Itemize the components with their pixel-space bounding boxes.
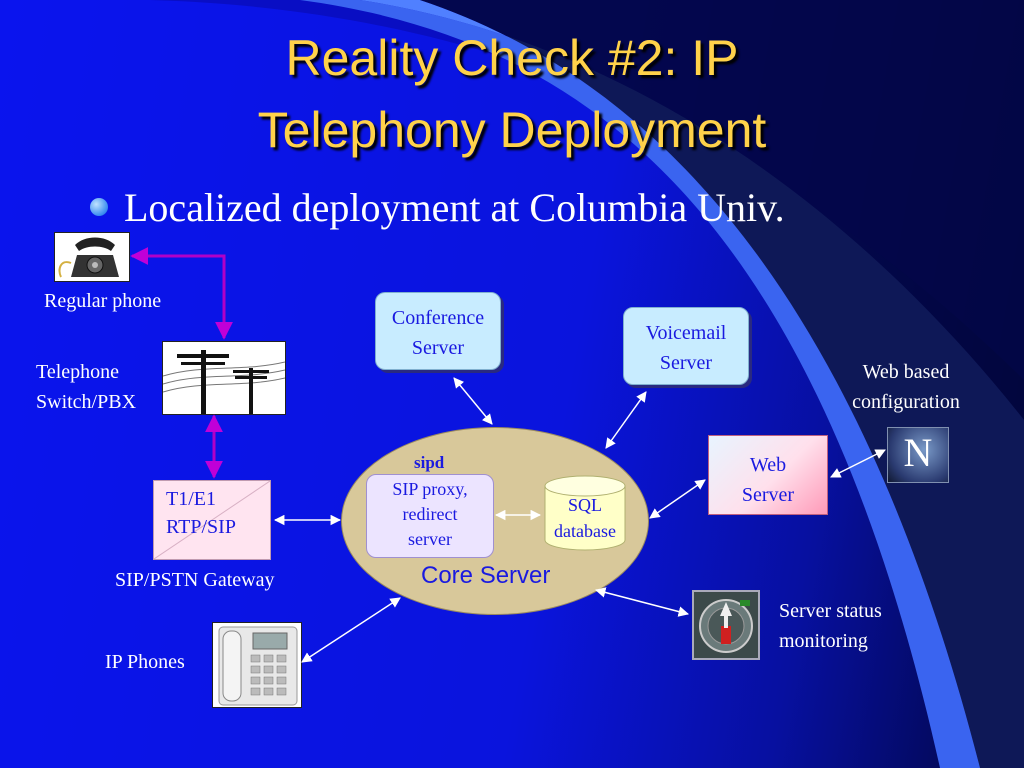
gateway-line1: T1/E1 xyxy=(166,488,216,510)
sip-proxy-line2: redirect xyxy=(402,504,458,524)
web-server-line2: Server xyxy=(741,484,795,506)
webserver-to-core-arrow xyxy=(649,479,706,519)
web-config-label: Web based configuration xyxy=(836,357,976,417)
ip-phones-label: IP Phones xyxy=(105,651,185,673)
sql-line2: database xyxy=(554,521,616,541)
web-config-line1: Web based xyxy=(862,361,950,383)
gateway-line2: RTP/SIP xyxy=(166,516,236,538)
sql-database-cylinder-icon xyxy=(544,475,626,551)
voicemail-to-core-arrow xyxy=(605,391,647,449)
monitor-to-core-arrow xyxy=(594,587,690,617)
monitor-label: Server status monitoring xyxy=(779,596,882,656)
core-server-label: Core Server xyxy=(421,562,551,589)
monitor-image xyxy=(692,590,760,660)
slide-title-line2: Telephony Deployment xyxy=(257,102,767,158)
ip-phone-image xyxy=(212,622,302,708)
conference-to-core-arrow xyxy=(453,377,493,425)
bullet-dot-icon xyxy=(90,198,108,216)
slide-title-line1: Reality Check #2: IP xyxy=(285,30,739,86)
web-server-box: Web Server xyxy=(708,435,828,515)
bullet-text: Localized deployment at Columbia Univ. xyxy=(124,185,785,230)
monitor-line2: monitoring xyxy=(779,630,868,652)
telephone-icon xyxy=(58,237,119,278)
web-config-line2: configuration xyxy=(852,391,960,413)
conference-line2: Server xyxy=(411,337,465,359)
monitor-gauge-icon xyxy=(699,599,753,653)
gateway-label: SIP/PSTN Gateway xyxy=(115,569,275,591)
voicemail-line1: Voicemail xyxy=(645,322,727,344)
sip-proxy-box: SIP proxy, redirect server xyxy=(366,474,494,558)
netscape-image: N xyxy=(887,427,949,483)
telephone-poles-icon xyxy=(163,350,285,414)
regular-phone-image xyxy=(54,232,130,282)
telephone-switch-line2: Switch/PBX xyxy=(36,391,137,413)
monitor-line1: Server status xyxy=(779,600,882,622)
netscape-icon: N xyxy=(903,430,933,475)
web-server-line1: Web xyxy=(749,454,787,476)
sql-database-label: SQL database xyxy=(543,492,627,544)
telephone-switch-image xyxy=(162,341,286,415)
gateway-diagonal xyxy=(154,481,270,559)
gateway-box: T1/E1 RTP/SIP xyxy=(153,480,271,560)
voicemail-server-box: Voicemail Server xyxy=(623,307,749,385)
conference-server-box: Conference Server xyxy=(375,292,501,370)
voicemail-line2: Server xyxy=(659,352,713,374)
sipd-label: sipd xyxy=(414,453,445,472)
sql-line1: SQL xyxy=(567,495,602,515)
ip-phone-icon xyxy=(218,626,298,706)
netscape-to-webserver-arrow xyxy=(830,449,886,478)
telephone-switch-label: Telephone Switch/PBX xyxy=(36,357,136,417)
ipphone-to-core-arrow xyxy=(301,597,401,663)
phone-to-switch-link xyxy=(130,247,233,340)
sip-proxy-line3: server xyxy=(408,529,452,549)
telephone-switch-line1: Telephone xyxy=(36,361,120,383)
conference-line1: Conference xyxy=(391,307,485,329)
sip-proxy-line1: SIP proxy, xyxy=(392,479,468,499)
